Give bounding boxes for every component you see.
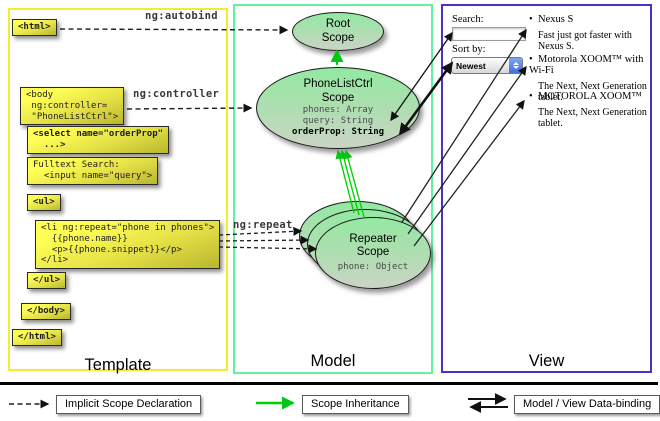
template-column-label: Template <box>84 356 152 374</box>
bullet-icon: • <box>529 91 533 102</box>
repeater-scope-title: Repeater Scope <box>349 232 397 259</box>
bullet-icon: • <box>529 14 533 25</box>
phonelistctrl-prop-query: query: String <box>302 115 374 126</box>
ng-repeat-label: ng:repeat <box>233 219 293 231</box>
repeater-prop-phone: phone: Object <box>337 262 409 273</box>
sort-select[interactable]: Newest <box>451 57 523 74</box>
root-scope-title: Root Scope <box>321 18 355 44</box>
search-label: Search: <box>452 14 484 25</box>
phone-name: MOTOROLA XOOM™ <box>538 91 642 102</box>
phone-snippet: The Next, Next Generation tablet. <box>538 107 647 129</box>
legend-scope-inheritance: Scope Inheritance <box>302 395 409 414</box>
repeater-scope-ellipse-front: Repeater Scope phone: Object <box>315 217 431 289</box>
phone-name: Nexus S <box>538 14 574 25</box>
root-scope-ellipse: Root Scope <box>292 12 384 51</box>
code-ul-open: <ul> <box>27 194 61 211</box>
sort-by-label: Sort by: <box>452 44 486 55</box>
code-select: <select name="orderProp" ...> <box>27 126 170 154</box>
code-html-close: </html> <box>12 329 62 346</box>
code-html-open: <html> <box>12 19 57 36</box>
ng-controller-label: ng:controller <box>133 88 220 100</box>
phonelistctrl-prop-phones: phones: Array <box>302 104 374 115</box>
phone-snippet: Fast just got faster with Nexus S. <box>538 30 632 52</box>
code-body-close: </body> <box>21 303 71 320</box>
legend-data-binding: Model / View Data-binding <box>514 395 660 414</box>
select-stepper-icon <box>509 58 522 73</box>
phonelistctrl-scope-ellipse: PhoneListCtrl Scope phones: Array query:… <box>256 67 420 149</box>
ng-autobind-label: ng:autobind <box>145 10 218 22</box>
phone-list-item: •Motorola XOOM™ with Wi-Fi The Next, Nex… <box>529 54 649 103</box>
model-column-label: Model <box>310 352 356 370</box>
phone-list-item: • Nexus S Fast just got faster with Nexus… <box>529 14 649 52</box>
legend-implicit-scope: Implicit Scope Declaration <box>56 395 202 414</box>
search-input[interactable] <box>452 27 526 41</box>
legend-separator <box>0 382 658 385</box>
bullet-icon: • <box>529 54 533 65</box>
code-fulltext-input: Fulltext Search: <input name="query"> <box>27 157 159 185</box>
sort-select-value: Newest <box>456 60 486 71</box>
model-column: Model <box>233 4 433 374</box>
phonelistctrl-scope-title: PhoneListCtrl Scope <box>303 78 373 104</box>
phone-name: Motorola XOOM™ with Wi-Fi <box>529 54 644 76</box>
phone-list-item: • MOTOROLA XOOM™ The Next, Next Generatio… <box>529 91 649 129</box>
view-column-label: View <box>528 352 565 370</box>
phone-snippet: The Next, Next Generation tablet. <box>538 81 647 103</box>
phonelistctrl-prop-orderprop: orderProp: String <box>291 126 385 137</box>
code-li-repeat: <li ng:repeat="phone in phones"> {{phone… <box>35 220 221 270</box>
code-body-open: <body ng:controller= "PhoneListCtrl"> <box>20 87 125 126</box>
code-ul-close: </ul> <box>27 272 67 289</box>
